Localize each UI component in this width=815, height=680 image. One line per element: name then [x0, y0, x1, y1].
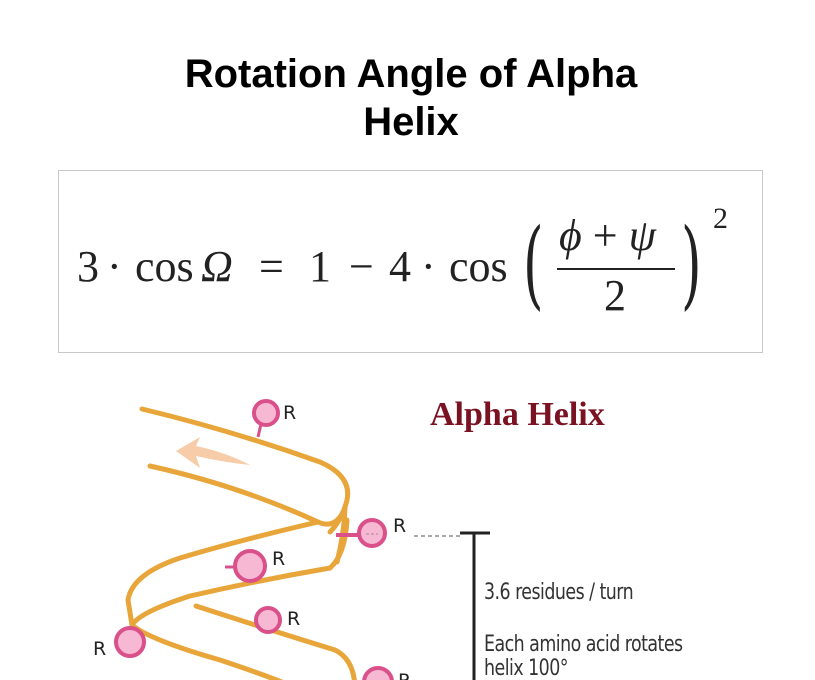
- rotation-note-line-2: helix 100°: [484, 656, 568, 680]
- residue-label: R: [287, 608, 301, 630]
- residue-label: R: [93, 638, 107, 660]
- lhs-coefficient: 3: [77, 242, 99, 291]
- psi-symbol: ψ: [628, 211, 656, 260]
- diagram-title: Alpha Helix: [430, 396, 605, 433]
- multiply-dot-2: ·: [421, 242, 436, 291]
- formula-box: 3 · cos Ω = 1 − 4 · cos ( ϕ + ψ 2 ) 2: [58, 170, 763, 353]
- lhs-cos: cos: [135, 242, 194, 291]
- plus-sign: +: [592, 211, 618, 260]
- omega-symbol: Ω: [201, 242, 233, 291]
- helix-ribbon: [125, 406, 357, 680]
- multiply-dot: ·: [107, 242, 122, 291]
- exponent: 2: [713, 202, 728, 235]
- left-paren: (: [523, 208, 544, 320]
- rotation-angle-formula: 3 · cos Ω = 1 − 4 · cos ( ϕ + ψ 2 ) 2: [77, 202, 757, 321]
- minus-sign: −: [349, 242, 374, 291]
- residue-label: R: [398, 670, 411, 680]
- residues-per-turn-note: 3.6 residues / turn: [484, 580, 634, 605]
- residue-icon-4: [254, 606, 282, 634]
- page-title-line-2: Helix: [363, 100, 459, 144]
- rhs-cos: cos: [449, 242, 508, 291]
- fraction-denominator: 2: [604, 271, 626, 320]
- direction-arrow-icon: [176, 437, 250, 468]
- rhs-constant: 1: [309, 242, 331, 291]
- residue-icon-3: [225, 549, 267, 583]
- residue-icon-2: [336, 518, 387, 548]
- equals-sign: =: [259, 242, 284, 291]
- page-title-line-1: Rotation Angle of Alpha: [184, 52, 638, 96]
- rhs-coefficient: 4: [389, 242, 411, 291]
- alpha-helix-diagram: Alpha Helix R R R R R R 3.6 residues / t…: [0, 360, 815, 680]
- residue-icon-1: [252, 399, 280, 438]
- phi-symbol: ϕ: [559, 211, 582, 260]
- fraction-numerator: ϕ + ψ: [559, 211, 656, 261]
- helix-illustration: [114, 399, 490, 680]
- page-title: Rotation Angle of Alpha Helix: [0, 50, 815, 146]
- residue-label: R: [272, 548, 286, 570]
- rotation-note-line-1: Each amino acid rotates: [484, 632, 683, 657]
- residue-icon-6: [362, 666, 394, 680]
- fraction-bar: [557, 268, 675, 270]
- residue-icon-5: [114, 626, 146, 658]
- residue-label: R: [393, 515, 407, 537]
- residue-label: R: [283, 402, 297, 424]
- right-paren: ): [681, 208, 702, 320]
- residue-icons: [114, 399, 394, 680]
